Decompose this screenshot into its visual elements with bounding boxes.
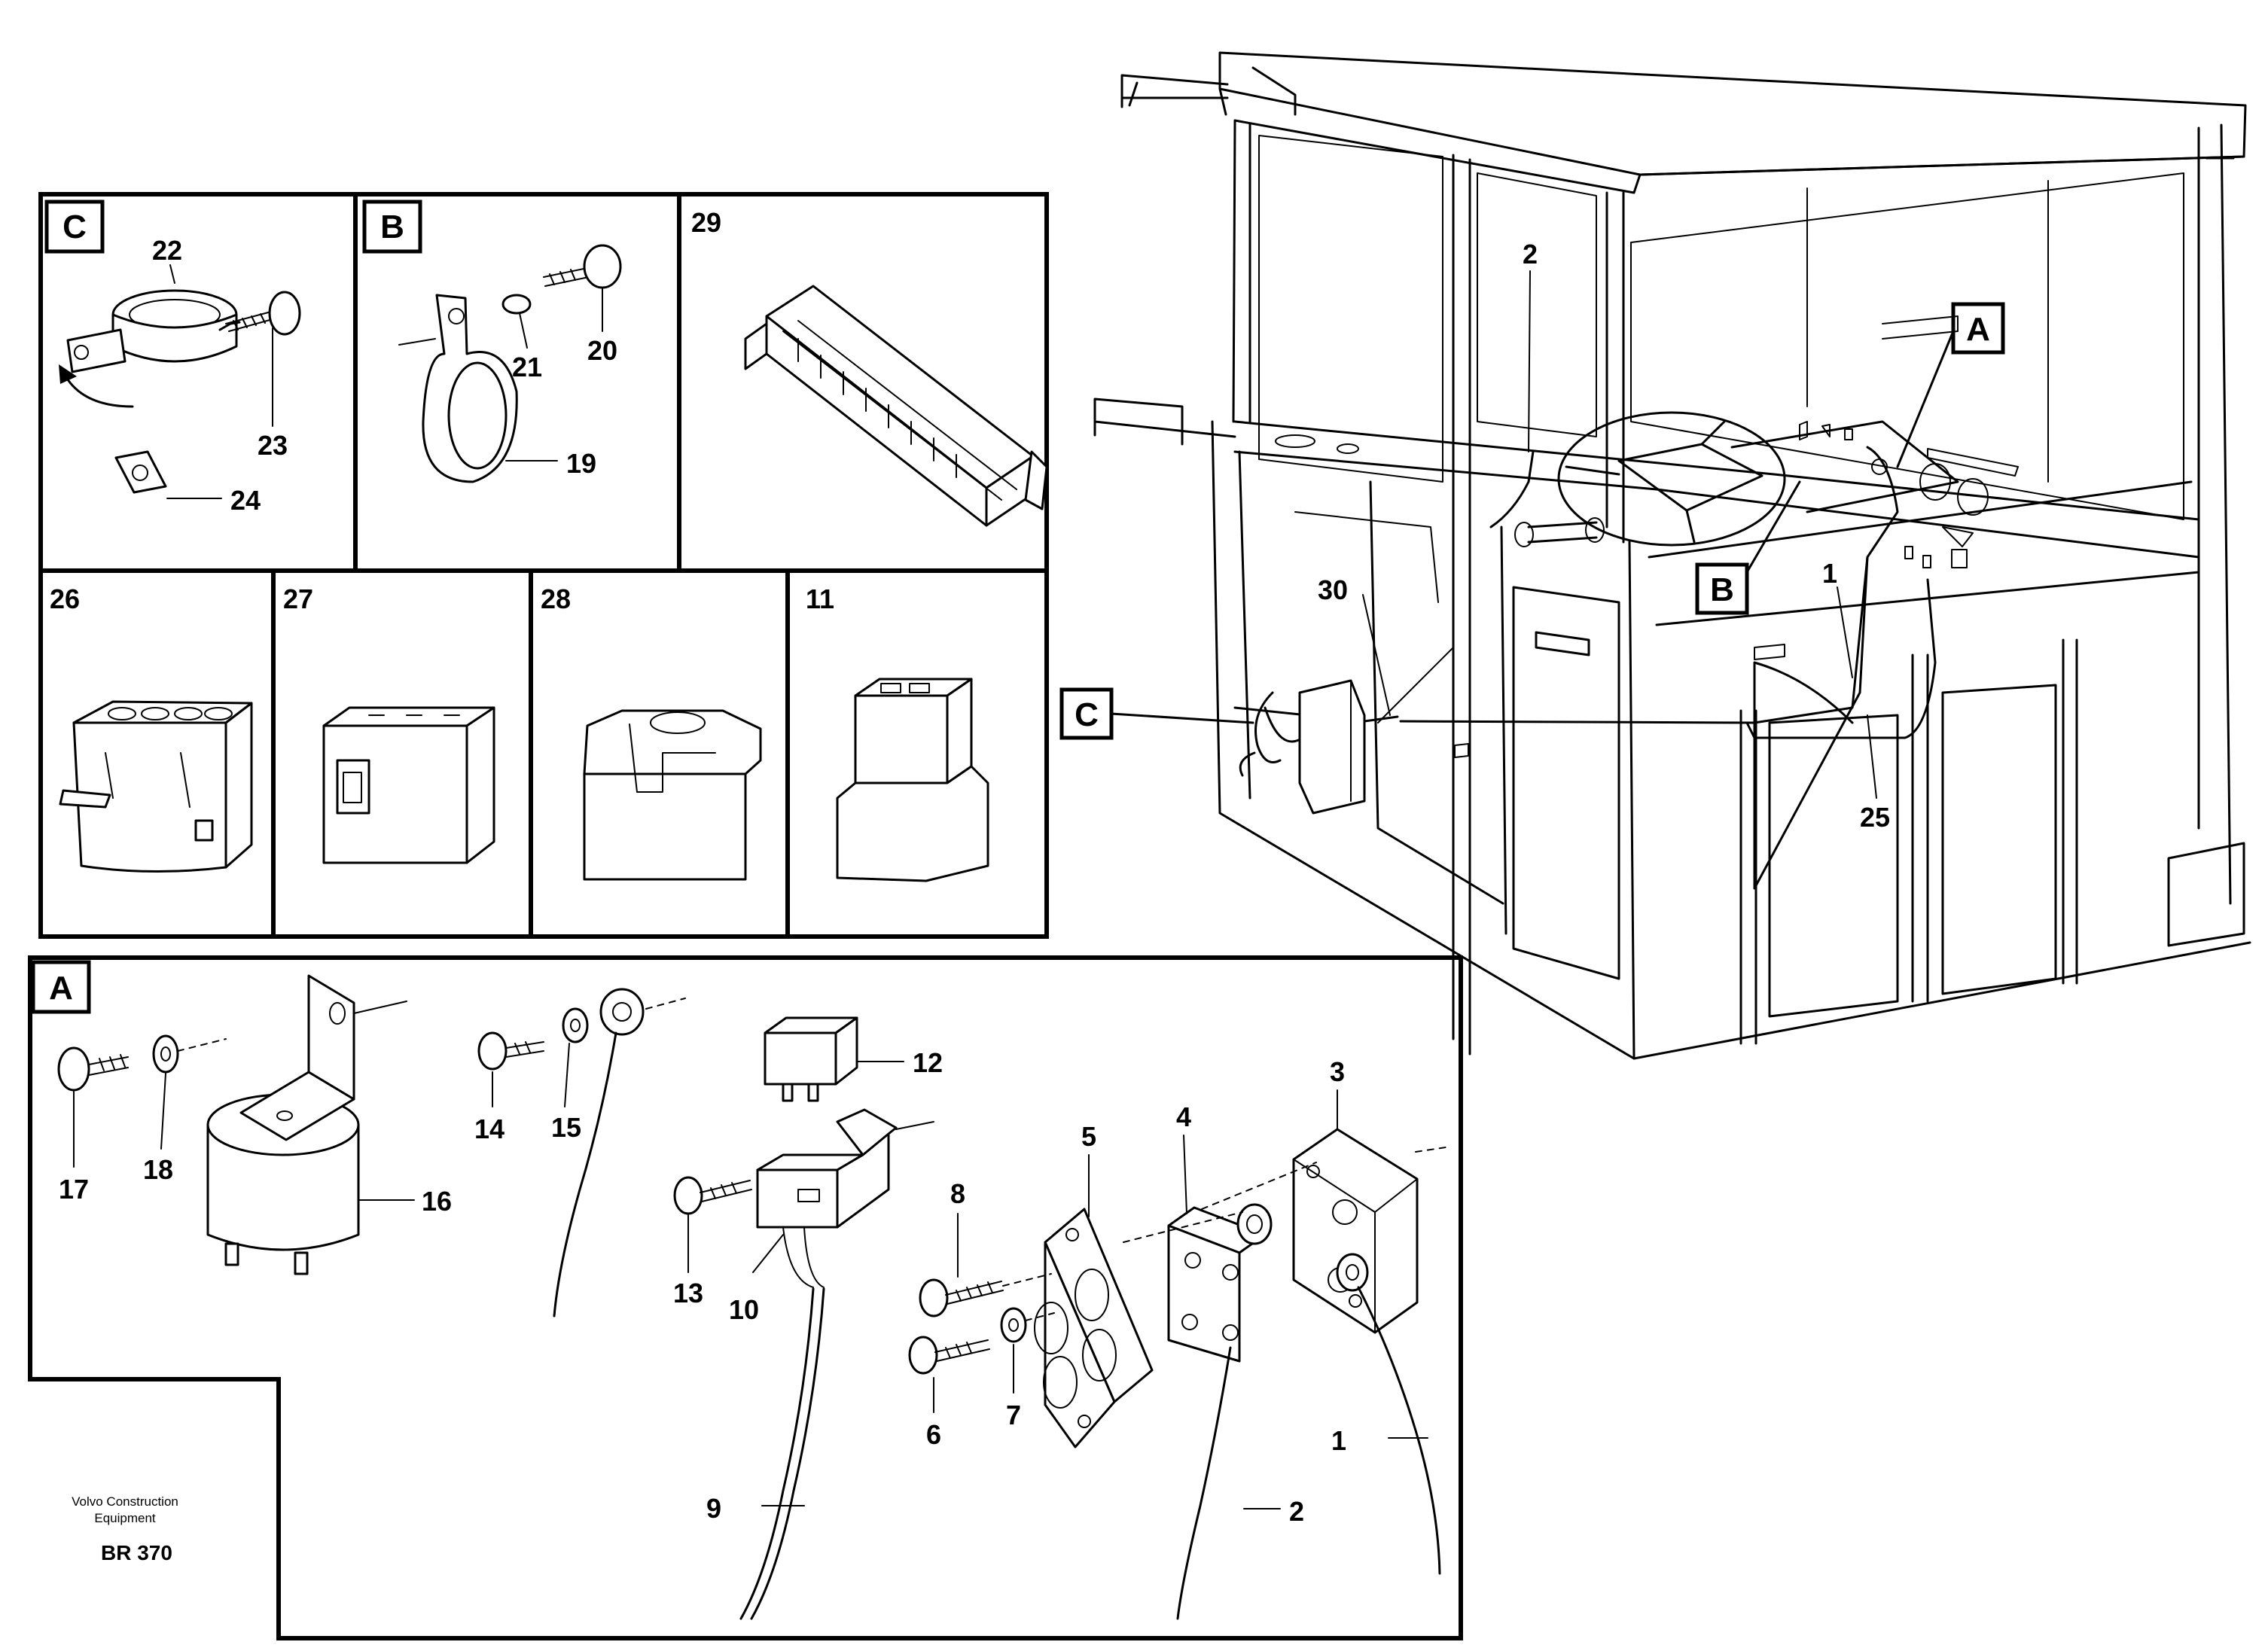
cell-connector-28: 28 [541,583,762,881]
cab-drawing: A B C 2 30 1 25 [1059,51,2251,1060]
callout-16: 16 [422,1186,452,1217]
cell-connector-27: 27 [283,583,495,864]
callout-cab-1: 1 [1822,558,1837,589]
arrow-curve [63,373,134,408]
screw-20 [543,244,622,289]
callout-11: 11 [806,583,834,614]
screw-17-washer-18 [57,1034,227,1092]
cell-clamp-c: C 22 23 24 [44,200,301,516]
callout-cab-2: 2 [1523,239,1538,270]
screw-13 [673,1176,752,1215]
callout-26: 26 [50,583,80,614]
callout-17: 17 [59,1174,89,1205]
callout-23: 23 [258,430,288,461]
callout-25: 25 [1860,802,1890,833]
clip-24 [114,450,167,494]
tag-b-cab: B [1710,571,1734,608]
tag-b-detail: B [380,209,404,245]
screw-23 [225,291,301,336]
relay-12 [764,1016,904,1102]
callout-7: 7 [1006,1400,1021,1430]
callout-a-2: 2 [1289,1496,1304,1527]
clamp-drawing [66,289,241,373]
callout-21: 21 [512,352,542,382]
callout-28: 28 [541,583,571,614]
callout-8: 8 [950,1178,965,1209]
callout-30: 30 [1318,574,1348,605]
detail-a-frame: A [28,955,1463,1640]
callout-13: 13 [673,1278,703,1308]
callout-27: 27 [283,583,313,614]
tag-c-cab: C [1075,696,1099,733]
callout-12: 12 [913,1047,943,1078]
callout-a-1: 1 [1331,1425,1346,1456]
callout-22: 22 [152,235,182,266]
ground-cable-14-15 [477,988,686,1317]
callout-29: 29 [691,207,721,238]
screws-6-8-washer-7 [908,1273,1055,1375]
callout-20: 20 [587,335,617,366]
callout-15: 15 [551,1112,581,1143]
callout-14: 14 [474,1113,505,1144]
credit-line-2: Equipment [94,1511,156,1525]
callout-19: 19 [566,448,596,479]
cell-pclip-b: B 21 20 19 [362,200,622,483]
callout-6: 6 [926,1419,941,1450]
tag-a-detail: A [49,970,73,1007]
callout-5: 5 [1081,1121,1096,1152]
callout-4: 4 [1176,1101,1191,1132]
tag-c-detail: C [62,209,87,245]
switch-assembly [1034,1128,1446,1620]
cell-connector-26: 26 [50,583,253,873]
credit-line-1: Volvo Construction [72,1494,178,1509]
flasher-relay-16 [206,974,407,1275]
pclip-drawing [398,294,518,483]
callout-24: 24 [230,485,261,516]
drawing-code: BR 370 [101,1541,172,1564]
callout-9: 9 [706,1493,721,1524]
cell-terminal-block-29: 29 [691,207,1048,527]
callout-3: 3 [1330,1056,1345,1087]
washer-21 [501,294,532,315]
callout-10: 10 [729,1294,759,1325]
cell-connector-11: 11 [806,583,989,882]
relay-socket-10 [739,1108,934,1620]
callout-18: 18 [143,1154,173,1185]
detail-grid [38,192,1049,939]
tag-a-cab: A [1966,311,1990,348]
